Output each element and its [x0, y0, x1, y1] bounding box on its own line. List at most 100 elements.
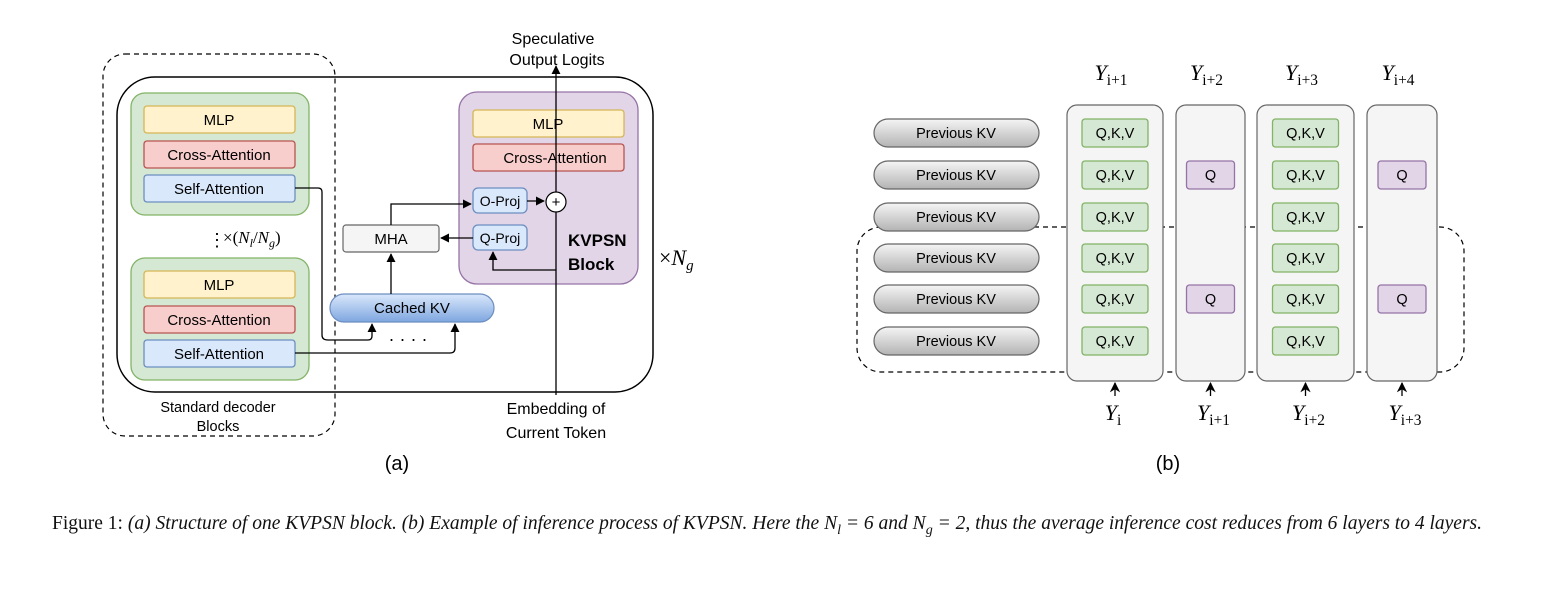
panel-a-label: (a)	[385, 453, 409, 475]
qkv-cell	[1081, 243, 1149, 273]
figure-1: MLP Cross-Attention Self-Attention ⋮ ×(N…	[102, 31, 1465, 475]
previous-kv-row: Previous KV	[873, 284, 1040, 314]
token-column-frame	[1175, 104, 1246, 382]
q-cell-label: Q	[1396, 292, 1407, 308]
qkv-cell	[1081, 160, 1149, 190]
std-group-label-1: Standard decoder	[160, 400, 275, 416]
token-column-2: QQ	[1175, 104, 1246, 396]
vertical-dots: ⋮	[208, 230, 226, 250]
bottom-input-label-2: Current Token	[506, 425, 606, 442]
mha-to-oproj	[390, 199, 472, 225]
previous-kv-row: Previous KV	[873, 160, 1040, 190]
embedding-to-qproj	[488, 251, 556, 271]
kvpsn-title-2: Block	[568, 255, 615, 274]
token-column-4: QQ	[1366, 104, 1438, 396]
qkv-cell-label: Q,K,V	[1286, 210, 1325, 226]
qkv-cell	[1271, 160, 1340, 190]
lower-mlp-box	[143, 270, 296, 299]
qkv-cell	[1081, 326, 1149, 356]
qkv-cell-label: Q,K,V	[1286, 292, 1325, 308]
previous-kv-pill	[873, 202, 1040, 232]
previous-kv-row: Previous KV	[873, 326, 1040, 356]
plus-symbol: +	[552, 194, 561, 211]
standard-decoder-group	[102, 53, 336, 437]
top-output-label-1: Speculative	[512, 31, 595, 48]
caption-italic-2: thus the average inference cost reduces …	[975, 513, 1483, 534]
previous-kv-pill	[873, 160, 1040, 190]
qkv-cell	[1271, 326, 1340, 356]
figure-caption: Figure 1: (a) Structure of one KVPSN blo…	[52, 510, 1502, 544]
top-label-1: Yi+1	[1095, 60, 1128, 89]
previous-kv-pill	[873, 284, 1040, 314]
qkv-cell-label: Q,K,V	[1286, 334, 1325, 350]
upper-mlp-label: MLP	[204, 112, 235, 129]
outer-repeat-box	[116, 76, 654, 393]
bottom-label-2: Yi+1	[1197, 400, 1230, 429]
qkv-cell	[1081, 202, 1149, 232]
qkv-cell-label: Q,K,V	[1096, 334, 1135, 350]
lower-cross-attention-label: Cross-Attention	[167, 312, 270, 329]
qkv-cell-label: Q,K,V	[1286, 251, 1325, 267]
mha-label: MHA	[374, 231, 407, 248]
top-output-label-2: Output Logits	[509, 52, 604, 69]
previous-kv-row: Previous KV	[873, 243, 1040, 273]
q-cell	[1377, 160, 1427, 190]
q-cell-label: Q	[1205, 168, 1216, 184]
token-column-1: Q,K,VQ,K,VQ,K,VQ,K,VQ,K,VQ,K,V	[1066, 104, 1164, 396]
q-cell	[1185, 160, 1236, 190]
previous-kv-label: Previous KV	[916, 126, 996, 142]
q-cell	[1377, 284, 1427, 314]
previous-kv-label: Previous KV	[916, 292, 996, 308]
previous-kv-pill	[873, 326, 1040, 356]
qkv-cell	[1271, 202, 1340, 232]
upper-self-attn-to-kv	[295, 187, 377, 341]
previous-kv-label: Previous KV	[916, 210, 996, 226]
qkv-cell-label: Q,K,V	[1096, 210, 1135, 226]
token-column-frame	[1366, 104, 1438, 382]
previous-kv-pill	[873, 118, 1040, 148]
panel-b-label: (b)	[1156, 453, 1180, 475]
q-cell-label: Q	[1396, 168, 1407, 184]
std-group-label-2: Blocks	[197, 419, 240, 435]
caption-lead: Figure 1:	[52, 513, 123, 534]
previous-kv-rows: Previous KV Previous KV Previous KV Previou…	[873, 118, 1040, 356]
cached-kv-box	[329, 293, 495, 323]
bottom-label-1: Yi	[1105, 400, 1122, 429]
previous-kv-label: Previous KV	[916, 334, 996, 350]
bottom-input-label-1: Embedding of	[507, 401, 606, 418]
token-columns: Q,K,VQ,K,VQ,K,VQ,K,VQ,K,VQ,K,VQQQ,K,VQ,K…	[1066, 104, 1438, 396]
previous-kv-label: Previous KV	[916, 251, 996, 267]
qkv-cell	[1271, 243, 1340, 273]
qkv-cell-label: Q,K,V	[1286, 168, 1325, 184]
previous-kv-row: Previous KV	[873, 118, 1040, 148]
kvpsn-cross-attention-label: Cross-Attention	[503, 150, 606, 167]
panel-a: MLP Cross-Attention Self-Attention ⋮ ×(N…	[102, 31, 694, 475]
previous-kv-pill	[873, 243, 1040, 273]
kvpsn-mlp-box	[472, 109, 625, 138]
token-column-3: Q,K,V Q,K,V Q,K,V Q,K,V Q,K,V Q,K,V	[1256, 104, 1355, 396]
kvpsn-title-1: KVPSN	[568, 231, 627, 250]
repeat-label: ×(Nl/Ng)	[223, 228, 281, 250]
bottom-label-3: Yi+2	[1292, 400, 1325, 429]
kvpsn-mlp-label: MLP	[533, 116, 564, 133]
upper-cross-attention-box	[143, 140, 296, 169]
qkv-cell	[1271, 118, 1340, 148]
qkv-cell-label: Q,K,V	[1096, 168, 1135, 184]
panel-b: Previous KV Previous KV Previous KV Previou…	[856, 60, 1465, 475]
q-cell	[1185, 284, 1236, 314]
qkv-cell-label: Q,K,V	[1286, 126, 1325, 142]
caption-eq-2: Ng = 2,	[912, 513, 971, 538]
top-label-2: Yi+2	[1190, 60, 1223, 89]
bottom-label-4: Yi+3	[1389, 400, 1422, 429]
top-label-3: Yi+3	[1285, 60, 1318, 89]
qkv-cell-label: Q,K,V	[1096, 251, 1135, 267]
outer-repeat-label: ×Ng	[659, 245, 694, 274]
qkv-cell	[1081, 118, 1149, 148]
cached-kv-label: Cached KV	[374, 300, 450, 317]
kv-dots: · · · ·	[389, 329, 428, 349]
top-label-4: Yi+4	[1382, 60, 1415, 89]
q-proj-label: Q-Proj	[480, 230, 520, 246]
previous-kv-label: Previous KV	[916, 168, 996, 184]
previous-kv-row: Previous KV	[873, 202, 1040, 232]
lower-cross-attention-box	[143, 305, 296, 334]
